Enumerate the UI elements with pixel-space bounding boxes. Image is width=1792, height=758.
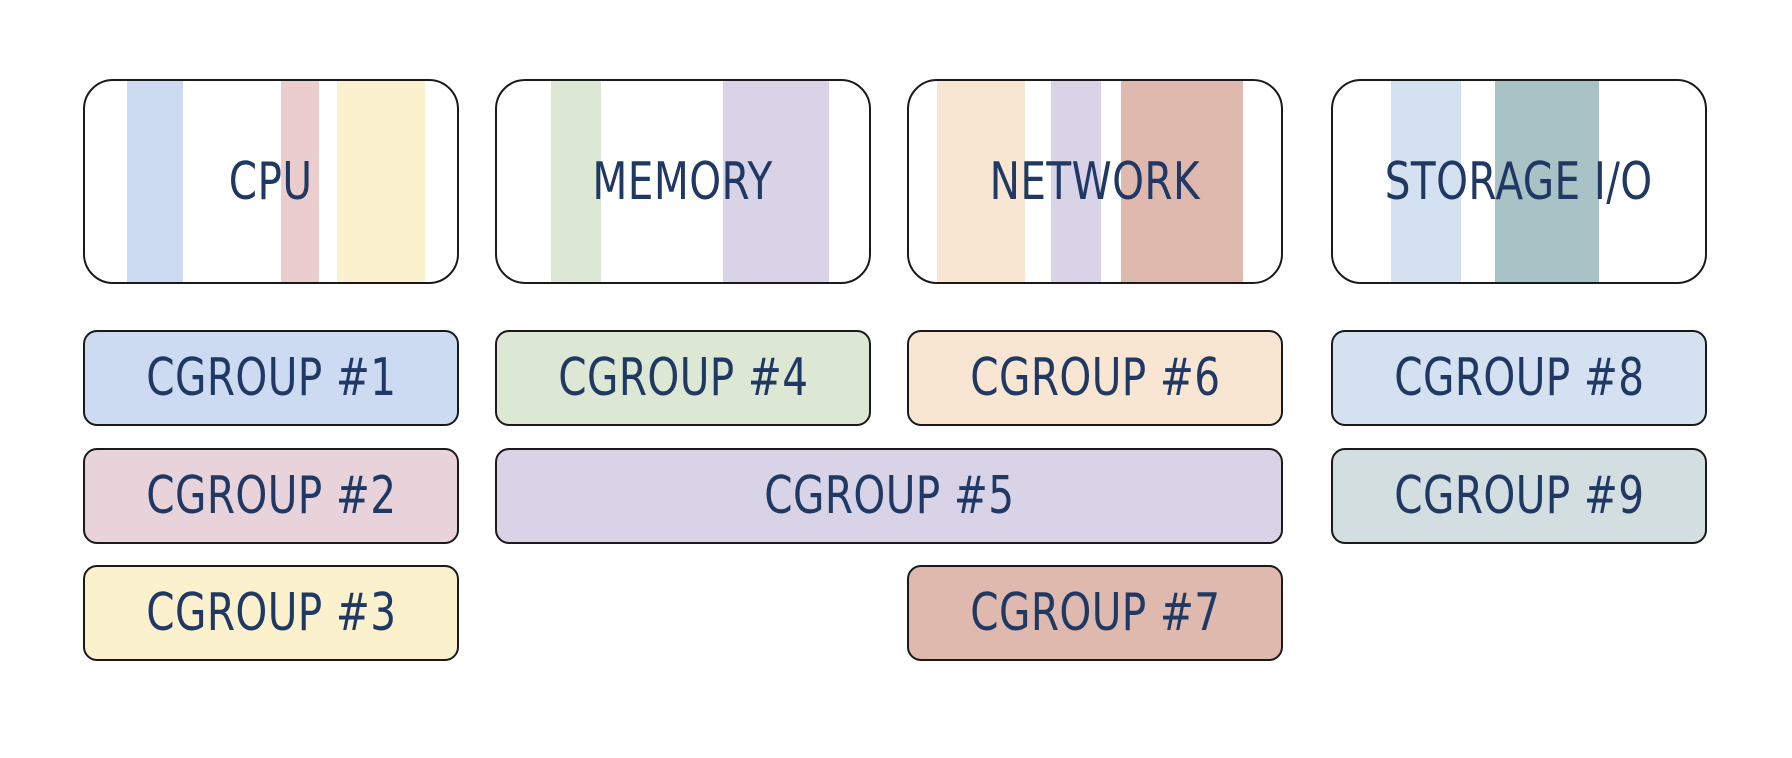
resource-cpu: CPU — [83, 79, 459, 284]
resource-label-network: NETWORK — [989, 151, 1201, 212]
network-usage-stripe — [937, 81, 1025, 282]
resource-network: NETWORK — [907, 79, 1283, 284]
cgroup-box-6: CGROUP #6 — [907, 330, 1283, 426]
cgroup-label: CGROUP #7 — [969, 583, 1221, 643]
cgroup-label: CGROUP #6 — [969, 348, 1221, 408]
cgroup-label: CGROUP #4 — [557, 348, 809, 408]
cgroup-box-7: CGROUP #7 — [907, 565, 1283, 661]
storage-usage-stripe — [1391, 81, 1461, 282]
cgroup-box-8: CGROUP #8 — [1331, 330, 1707, 426]
cgroup-box-5: CGROUP #5 — [495, 448, 1283, 544]
cgroup-label: CGROUP #3 — [145, 583, 397, 643]
cgroup-label: CGROUP #2 — [145, 466, 397, 526]
memory-usage-stripe — [551, 81, 601, 282]
cgroup-label: CGROUP #5 — [763, 466, 1015, 526]
resource-label-memory: MEMORY — [592, 151, 774, 212]
resource-storage-io: STORAGE I/O — [1331, 79, 1707, 284]
cpu-usage-stripe — [337, 81, 425, 282]
cgroup-label: CGROUP #1 — [145, 348, 397, 408]
cgroup-label: CGROUP #9 — [1393, 466, 1645, 526]
resource-memory: MEMORY — [495, 79, 871, 284]
cgroup-label: CGROUP #8 — [1393, 348, 1645, 408]
cpu-usage-stripe — [127, 81, 183, 282]
cpu-usage-stripe — [281, 81, 319, 282]
cgroup-box-1: CGROUP #1 — [83, 330, 459, 426]
network-usage-stripe — [1121, 81, 1243, 282]
cgroup-box-4: CGROUP #4 — [495, 330, 871, 426]
memory-usage-stripe — [723, 81, 829, 282]
storage-usage-stripe — [1495, 81, 1599, 282]
network-usage-stripe — [1051, 81, 1101, 282]
cgroup-box-3: CGROUP #3 — [83, 565, 459, 661]
cgroup-box-9: CGROUP #9 — [1331, 448, 1707, 544]
cgroup-box-2: CGROUP #2 — [83, 448, 459, 544]
resource-label-storage-io: STORAGE I/O — [1385, 151, 1653, 212]
resource-label-cpu: CPU — [229, 151, 313, 212]
